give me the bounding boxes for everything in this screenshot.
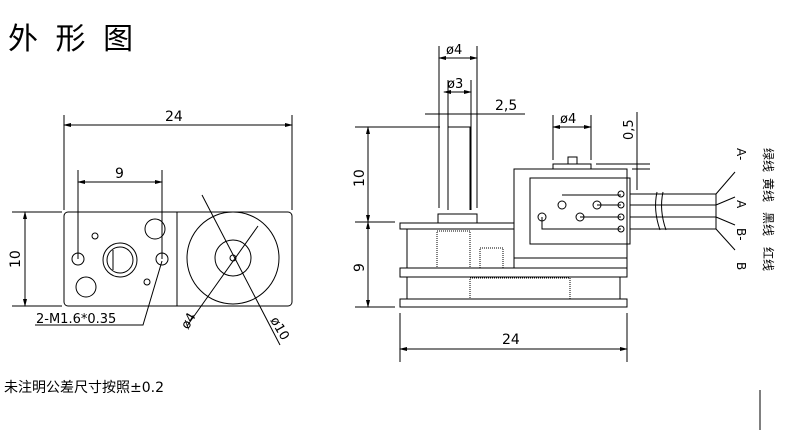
wire-phase-a: A: [734, 200, 748, 209]
dim-10-front: 10: [8, 250, 24, 268]
wire-color-black: 黑线: [761, 212, 775, 236]
wire-color-yellow: 黄线: [761, 178, 775, 202]
dim-0-5: 0,5: [622, 119, 637, 140]
wire-phase-b-minus: B-: [734, 228, 748, 241]
dim-9-side: 9: [352, 263, 368, 272]
wire-phase-a-minus: A-: [734, 148, 748, 160]
front-view: 24 9 10 2-M1.6*0.35 ø4 ø10: [8, 109, 293, 346]
dim-boss-dia4: ø4: [560, 112, 576, 127]
dim-24-front: 24: [165, 109, 183, 125]
wire-color-green: 绿线: [761, 148, 776, 172]
wire-phase-b: B: [734, 262, 748, 270]
dim-shaft-dia4: ø4: [446, 43, 462, 58]
dim-dia4-front: ø4: [178, 310, 199, 332]
dim-24-side: 24: [502, 332, 520, 348]
dim-shaft-dia3: ø3: [447, 77, 463, 92]
dim-2-5: 2,5: [495, 98, 517, 114]
dim-10-side: 10: [352, 169, 368, 187]
wire-color-red: 红线: [761, 247, 776, 271]
tolerance-note: 未注明公差尺寸按照±0.2: [4, 380, 164, 396]
thread-label: 2-M1.6*0.35: [36, 312, 116, 327]
wire-labels: A- 绿线 黄线 A 黑线 B- 红线 B: [734, 148, 776, 271]
title: 外 形 图: [8, 22, 138, 57]
side-view: ø4 ø3 2,5 10 9 ø4 0,5 24: [352, 43, 736, 362]
dim-9: 9: [115, 166, 124, 182]
dim-dia10: ø10: [267, 315, 292, 344]
